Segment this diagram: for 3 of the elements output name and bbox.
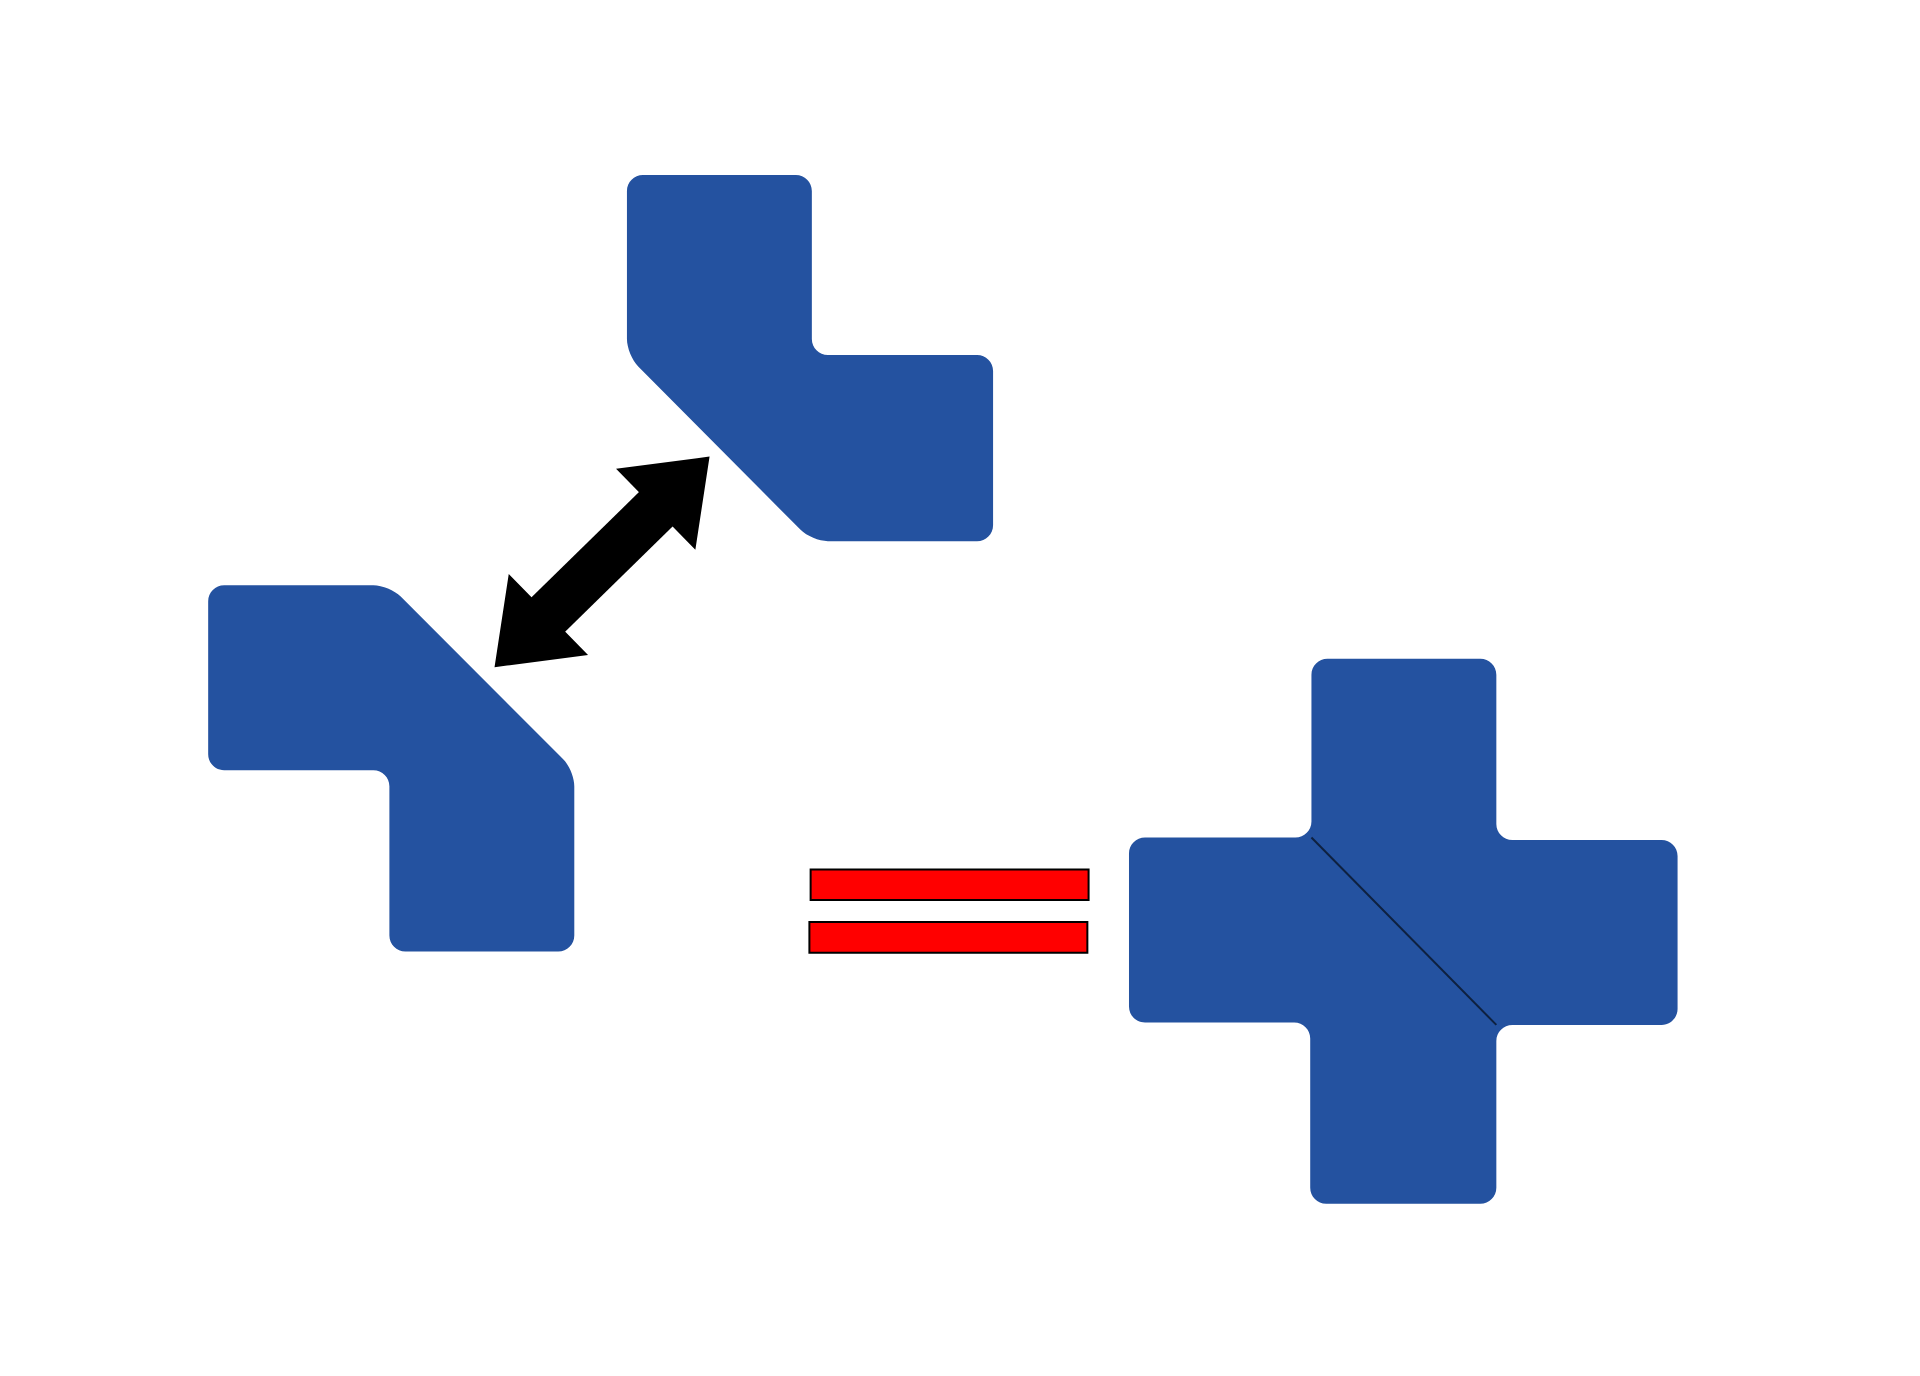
cross-shape [1129,658,1678,1204]
puzzle-piece [626,174,994,542]
puzzle-piece [208,585,575,952]
